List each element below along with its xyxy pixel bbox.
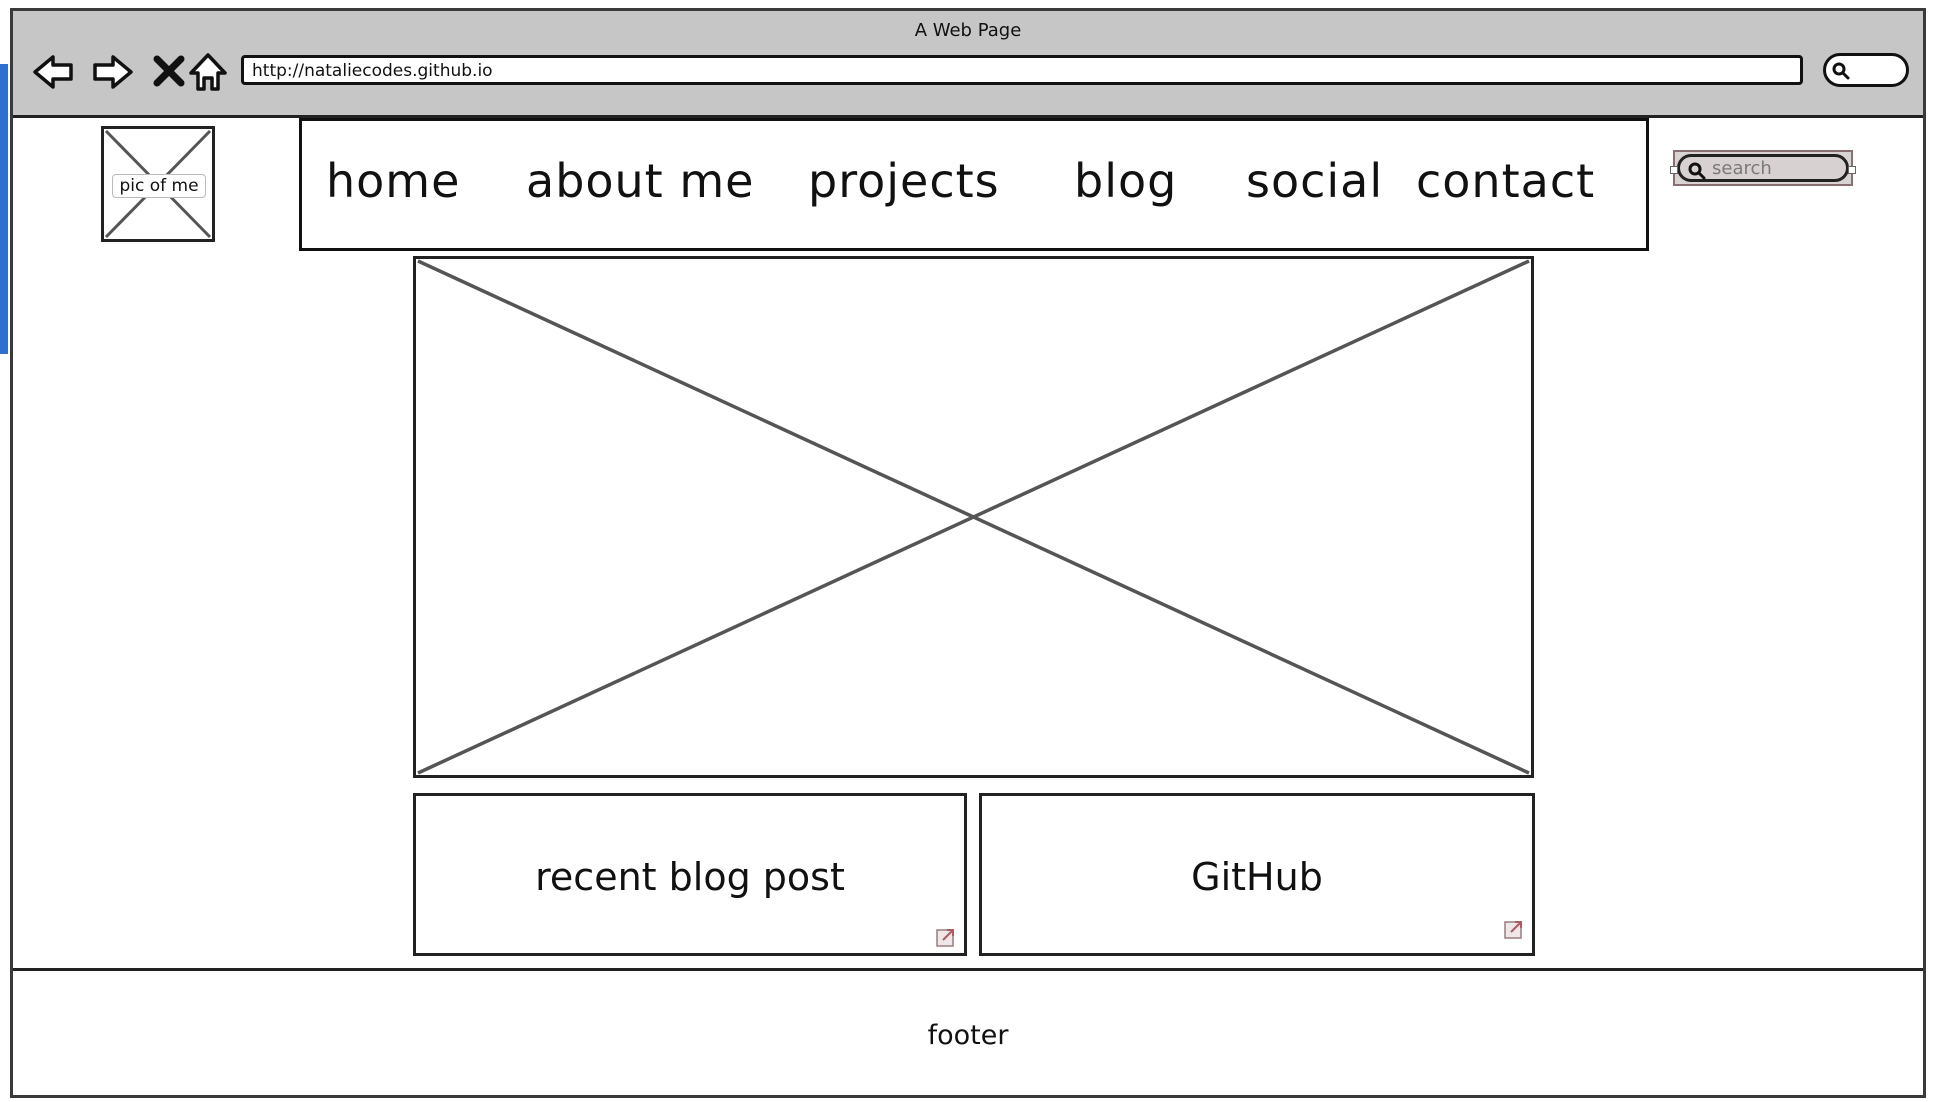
profile-picture-label: pic of me xyxy=(112,174,206,198)
browser-chrome: A Web Page http://nataliecodes.github.io xyxy=(13,11,1923,118)
close-icon[interactable] xyxy=(147,49,193,95)
footer: footer xyxy=(13,968,1923,1095)
hero-image-placeholder xyxy=(413,256,1534,778)
github-card[interactable]: GitHub xyxy=(979,793,1535,956)
nav-link-about-me[interactable]: about me xyxy=(526,154,755,208)
nav-link-social[interactable]: social xyxy=(1246,154,1384,208)
footer-label: footer xyxy=(927,1020,1009,1051)
left-edge-accent xyxy=(0,64,8,354)
image-placeholder-icon xyxy=(417,259,1530,775)
site-search-field[interactable]: search xyxy=(1670,150,1856,186)
browser-window: A Web Page http://nataliecodes.github.io xyxy=(10,8,1926,1098)
external-link-icon[interactable] xyxy=(936,927,956,947)
forward-arrow-icon[interactable] xyxy=(89,49,135,95)
resize-handle-left xyxy=(1670,166,1678,174)
resize-handle-right xyxy=(1848,166,1856,174)
search-icon xyxy=(1688,162,1706,180)
github-label: GitHub xyxy=(1191,855,1323,899)
url-bar[interactable]: http://nataliecodes.github.io xyxy=(241,55,1803,85)
search-icon xyxy=(1832,62,1850,80)
nav-link-projects[interactable]: projects xyxy=(808,154,1000,208)
profile-picture-placeholder: pic of me xyxy=(101,126,215,242)
nav-link-blog[interactable]: blog xyxy=(1074,154,1178,208)
external-link-icon[interactable] xyxy=(1504,919,1524,939)
recent-blog-post-card[interactable]: recent blog post xyxy=(413,793,967,956)
back-arrow-icon[interactable] xyxy=(31,49,77,95)
recent-blog-post-label: recent blog post xyxy=(535,855,845,899)
browser-search-field[interactable] xyxy=(1823,53,1909,87)
window-title: A Web Page xyxy=(914,20,1022,41)
main-navigation: home about me projects blog social conta… xyxy=(299,118,1649,251)
nav-link-home[interactable]: home xyxy=(326,154,461,208)
nav-link-contact[interactable]: contact xyxy=(1416,154,1596,208)
search-input[interactable]: search xyxy=(1677,154,1849,182)
home-icon[interactable] xyxy=(185,49,231,95)
search-placeholder: search xyxy=(1712,158,1772,179)
